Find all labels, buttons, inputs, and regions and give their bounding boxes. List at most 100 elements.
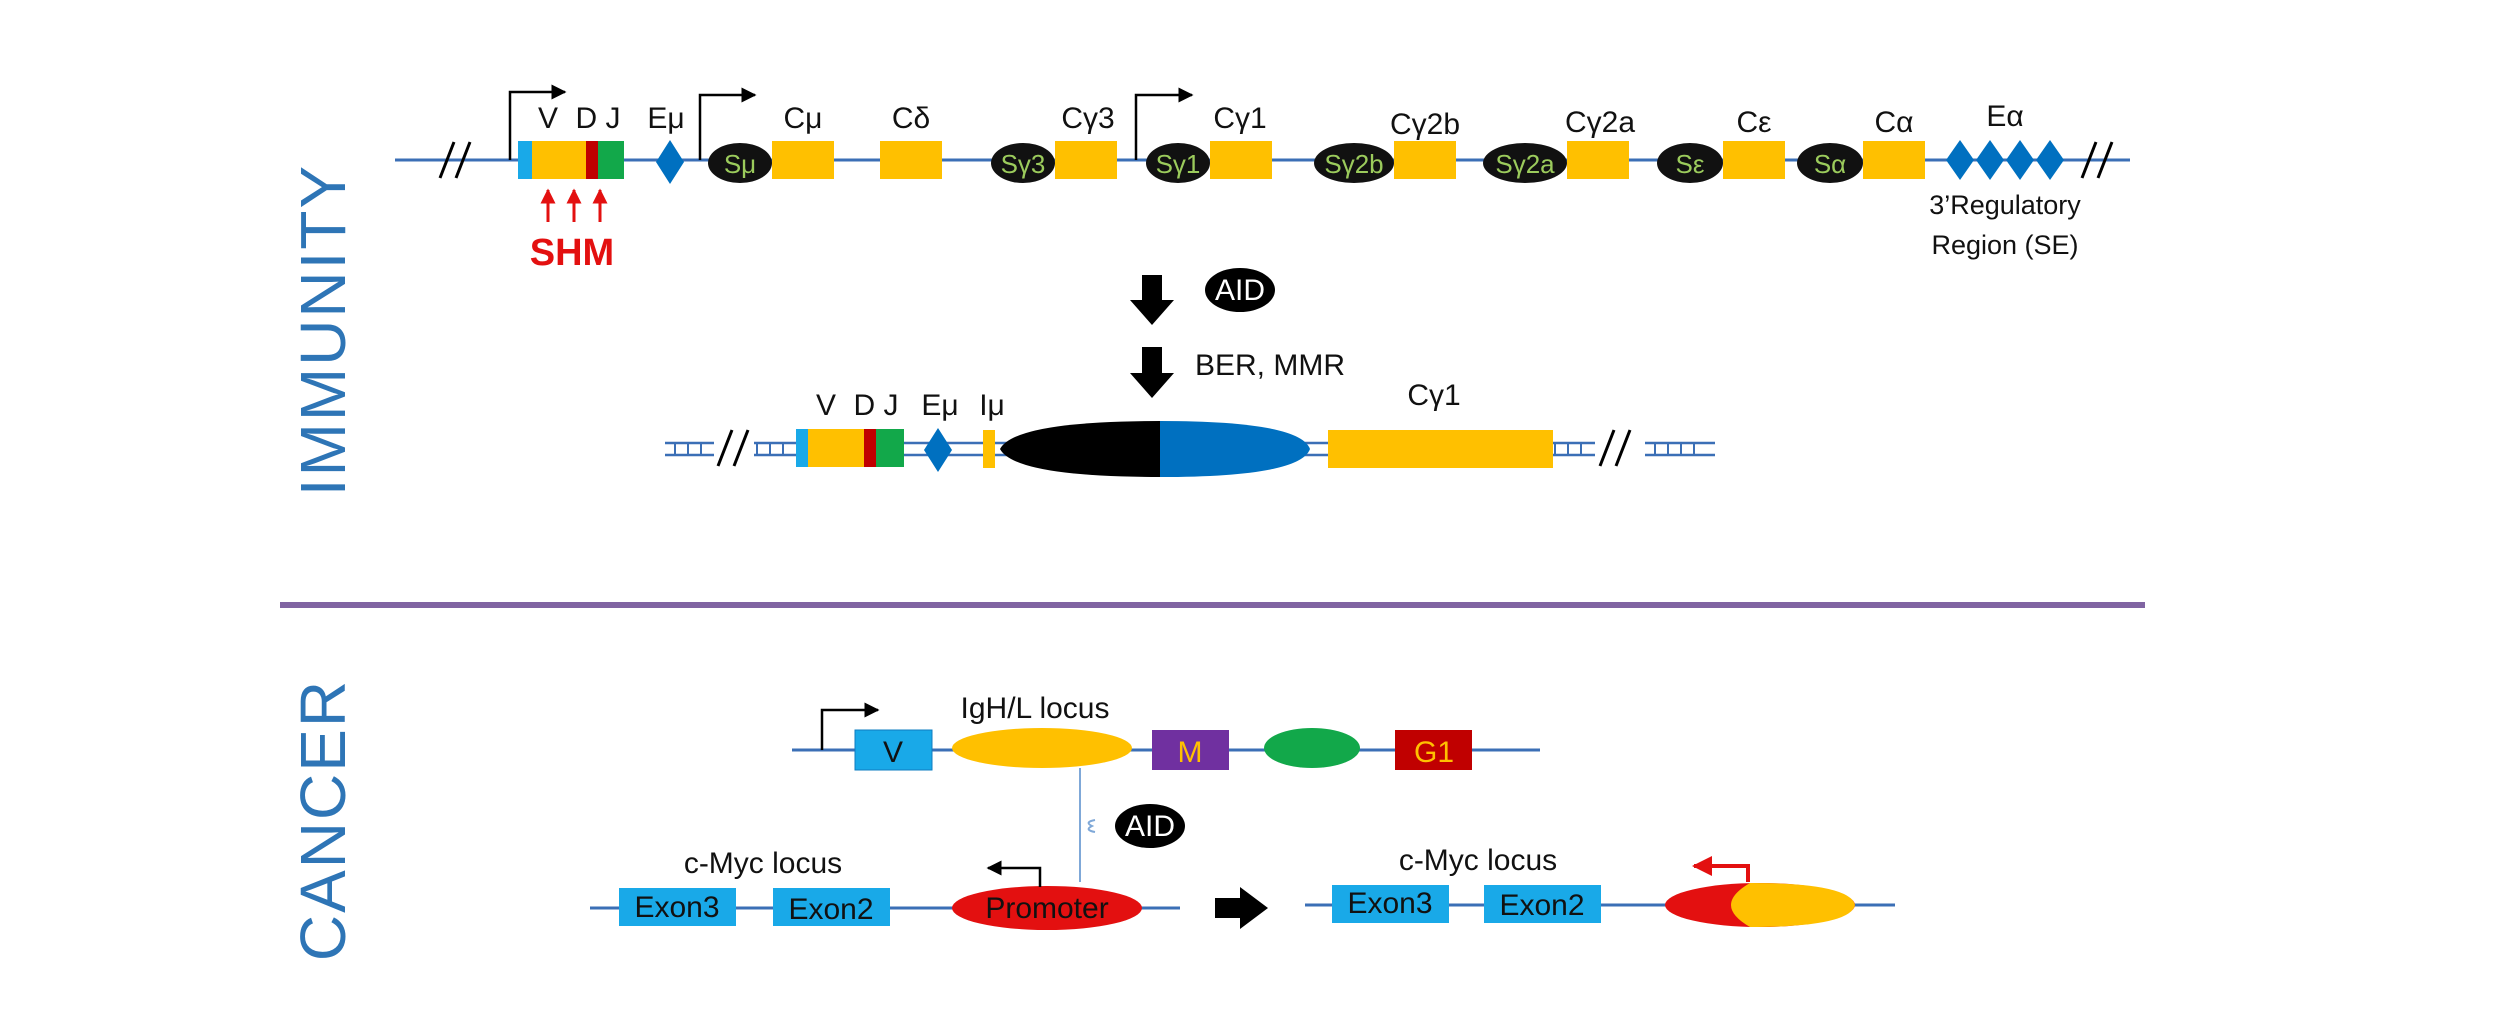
- igh-m-box: [1152, 730, 1229, 770]
- constant-ce-label: Cε: [1736, 106, 1771, 139]
- recombined-emu-enhancer: [924, 428, 952, 472]
- igh-promoter-arrow: [820, 702, 880, 750]
- germline-smu-promoter-arrow: [698, 87, 757, 160]
- switch-sg3-label: Sγ3: [1001, 149, 1046, 179]
- germline-j-segment: [598, 141, 624, 179]
- recombined-emu-label: Eμ: [921, 389, 958, 422]
- switch-sg2b: [1314, 143, 1394, 183]
- myc-promoter-ellipse: [952, 886, 1142, 930]
- translocation-result-arrow: [1215, 887, 1268, 929]
- hybrid-switch-smu-half: [1000, 421, 1160, 477]
- recombined-j-segment: [876, 429, 904, 467]
- constant-cg1-label: Cγ1: [1213, 102, 1266, 135]
- process-arrows: AID BER, MMR: [1130, 268, 1345, 398]
- recombined-dj-label: D J: [854, 389, 899, 422]
- aid-label: AID: [1215, 274, 1265, 307]
- constant-cdelta-label: Cδ: [892, 102, 930, 135]
- constant-cg1: [1210, 141, 1272, 179]
- cancer-aid-label: AID: [1125, 810, 1175, 843]
- switch-se: [1657, 143, 1723, 183]
- switch-se-label: Sε: [1676, 149, 1705, 179]
- switch-sg2a: [1483, 143, 1567, 183]
- myc-after-red-promoter-arrow: [1692, 856, 1750, 882]
- repair-label: BER, MMR: [1195, 349, 1345, 382]
- constant-ca-label: Cα: [1874, 106, 1913, 139]
- regulatory-region-label-line2: Region (SE): [1931, 230, 2078, 260]
- germline-dj-label: D J: [576, 102, 621, 135]
- constant-ca: [1863, 141, 1925, 179]
- igh-locus-label: IgH/L locus: [961, 692, 1110, 725]
- myc-after-exon3-label: Exon3: [1347, 887, 1432, 920]
- switch-smu: [708, 143, 772, 183]
- myc-exon2-label: Exon2: [788, 893, 873, 926]
- myc-after-exon2-label: Exon2: [1499, 889, 1584, 922]
- germline-v-label: V: [538, 102, 558, 135]
- switch-sg1: [1146, 143, 1210, 183]
- section-divider: [280, 602, 2145, 608]
- myc-locus-before: c-Myc locus Exon3 Exon2 Promoter: [590, 847, 1180, 930]
- igh-green-switch: [1264, 728, 1360, 768]
- germline-v-promoter-arrow: [508, 84, 567, 160]
- cancer-aid-badge: [1115, 804, 1185, 848]
- myc-promoter-arrow: [986, 860, 1042, 887]
- constant-cg2a-label: Cγ2a: [1565, 106, 1635, 139]
- regulatory-region-label-line1: 3’Regulatory: [1929, 190, 2081, 220]
- recombined-imu-label: Iμ: [979, 389, 1005, 422]
- constant-cg2b: [1394, 141, 1456, 179]
- constant-cg2b-label: Cγ2b: [1390, 108, 1460, 141]
- switch-sa: [1797, 143, 1863, 183]
- recombined-imu-exon: [983, 430, 995, 468]
- myc-promoter-label: Promoter: [985, 892, 1108, 925]
- germline-v-segment: [532, 141, 586, 179]
- germline-d-segment: [586, 141, 598, 179]
- ealpha-enhancers: [1946, 140, 2064, 180]
- myc-exon2-box: [773, 888, 890, 926]
- recombined-locus: V D J Eμ Iμ Cγ1: [665, 379, 1715, 477]
- constant-cg3-label: Cγ3: [1061, 102, 1114, 135]
- shm-arrows: [540, 188, 608, 222]
- igh-g1-label: G1: [1414, 736, 1454, 769]
- constant-cg3: [1055, 141, 1117, 179]
- igh-m-label: M: [1178, 736, 1203, 769]
- shm-label: SHM: [530, 232, 614, 274]
- myc-after-fusion-yellow: [1731, 883, 1855, 927]
- igh-switch-ellipse: [952, 728, 1132, 768]
- translocation-connector: AID: [1079, 768, 1185, 882]
- myc-locus-after: c-Myc locus Exon3 Exon2: [1305, 844, 1895, 927]
- recombined-cg1-segment: [1328, 430, 1553, 468]
- cancer-section-label: CANCER: [287, 679, 359, 961]
- recombined-cg1-label: Cγ1: [1407, 379, 1460, 412]
- switch-sa-label: Sα: [1814, 149, 1846, 179]
- myc-after-locus-label: c-Myc locus: [1399, 844, 1557, 877]
- germline-leader-segment: [518, 141, 532, 179]
- recombined-leader-segment: [796, 429, 808, 467]
- germline-break-left: [438, 141, 472, 179]
- switch-sg2a-label: Sγ2a: [1495, 149, 1555, 179]
- myc-locus-label: c-Myc locus: [684, 847, 842, 880]
- recombined-ladder-left: [674, 443, 784, 455]
- igh-v-label: V: [883, 736, 903, 769]
- germline-emu-label: Eμ: [647, 102, 684, 135]
- switch-sg2b-label: Sγ2b: [1324, 149, 1383, 179]
- switch-regions: Sμ Sγ3 Sγ1 Sγ2b Sγ2a Sε Sα: [708, 143, 1863, 183]
- switch-sg3: [991, 143, 1055, 183]
- germline-locus: V D J SHM Eμ Sμ Sγ3 Sγ1 Sγ2b Sγ2a: [395, 84, 2130, 274]
- recombined-ladder-right: [1554, 443, 1695, 455]
- constant-cg2a: [1567, 141, 1629, 179]
- cancer-igh-locus: V IgH/L locus M G1: [792, 692, 1540, 771]
- germline-break-right: [2080, 141, 2114, 179]
- myc-exon3-label: Exon3: [634, 891, 719, 924]
- recombined-v-label: V: [816, 389, 836, 422]
- recombined-break-left: [716, 429, 750, 467]
- germline-sg1-promoter-arrow: [1134, 87, 1194, 160]
- myc-after-exon2-box: [1484, 885, 1601, 923]
- ealpha-label: Eα: [1986, 100, 2023, 133]
- constant-cdelta: [880, 141, 942, 179]
- hybrid-switch-sg1-half: [1160, 421, 1310, 477]
- repair-down-arrow: [1130, 347, 1174, 398]
- constant-ce: [1723, 141, 1785, 179]
- igh-g1-box: [1395, 730, 1472, 770]
- recombined-v-segment: [808, 429, 864, 467]
- constant-regions: Cμ Cδ Cγ3 Cγ1 Cγ2b Cγ2a Cε Cα: [772, 102, 1925, 179]
